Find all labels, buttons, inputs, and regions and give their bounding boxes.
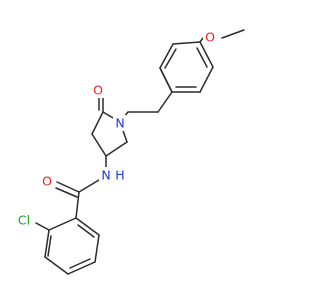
bond xyxy=(157,91,173,113)
bond xyxy=(159,67,173,93)
atom-cl: Cl xyxy=(13,212,35,228)
bond xyxy=(35,222,50,231)
bond xyxy=(78,179,100,193)
atom-label-layer: O N O N H O Cl xyxy=(13,29,217,228)
bond xyxy=(75,217,100,236)
atom-label-o: O xyxy=(42,174,52,189)
bond xyxy=(56,181,80,193)
bond xyxy=(159,43,174,69)
bond xyxy=(199,41,214,68)
bond xyxy=(47,235,52,257)
bond xyxy=(199,37,204,43)
atom-n-ring: N xyxy=(113,115,127,131)
atom-nh-amide: N H xyxy=(99,167,127,183)
bond xyxy=(164,48,177,69)
bond xyxy=(69,258,91,269)
atom-label-h: H xyxy=(115,168,124,183)
bond xyxy=(55,187,78,198)
bond xyxy=(91,111,104,135)
bond xyxy=(91,133,107,157)
atom-o-amide: O xyxy=(40,173,54,189)
bond xyxy=(94,234,100,263)
bond xyxy=(196,47,208,68)
bond xyxy=(75,191,80,219)
atom-label-cl: Cl xyxy=(18,213,30,228)
atom-o-lactam: O xyxy=(91,82,105,98)
bond xyxy=(48,217,77,231)
bond xyxy=(172,41,201,45)
bond xyxy=(105,141,128,157)
bond xyxy=(44,229,50,258)
molecule-structure: O N O N H O Cl xyxy=(13,29,245,275)
bond xyxy=(44,256,69,275)
bond-layer xyxy=(35,29,245,275)
atom-label-n: N xyxy=(115,116,124,131)
atom-label-o: O xyxy=(205,30,215,45)
bond xyxy=(199,66,214,93)
bond xyxy=(221,29,245,39)
bond xyxy=(67,261,96,275)
atom-label-o: O xyxy=(93,83,103,98)
atom-label-n: N xyxy=(101,168,110,183)
atom-o-methoxy: O xyxy=(203,29,217,45)
bond xyxy=(77,224,95,238)
